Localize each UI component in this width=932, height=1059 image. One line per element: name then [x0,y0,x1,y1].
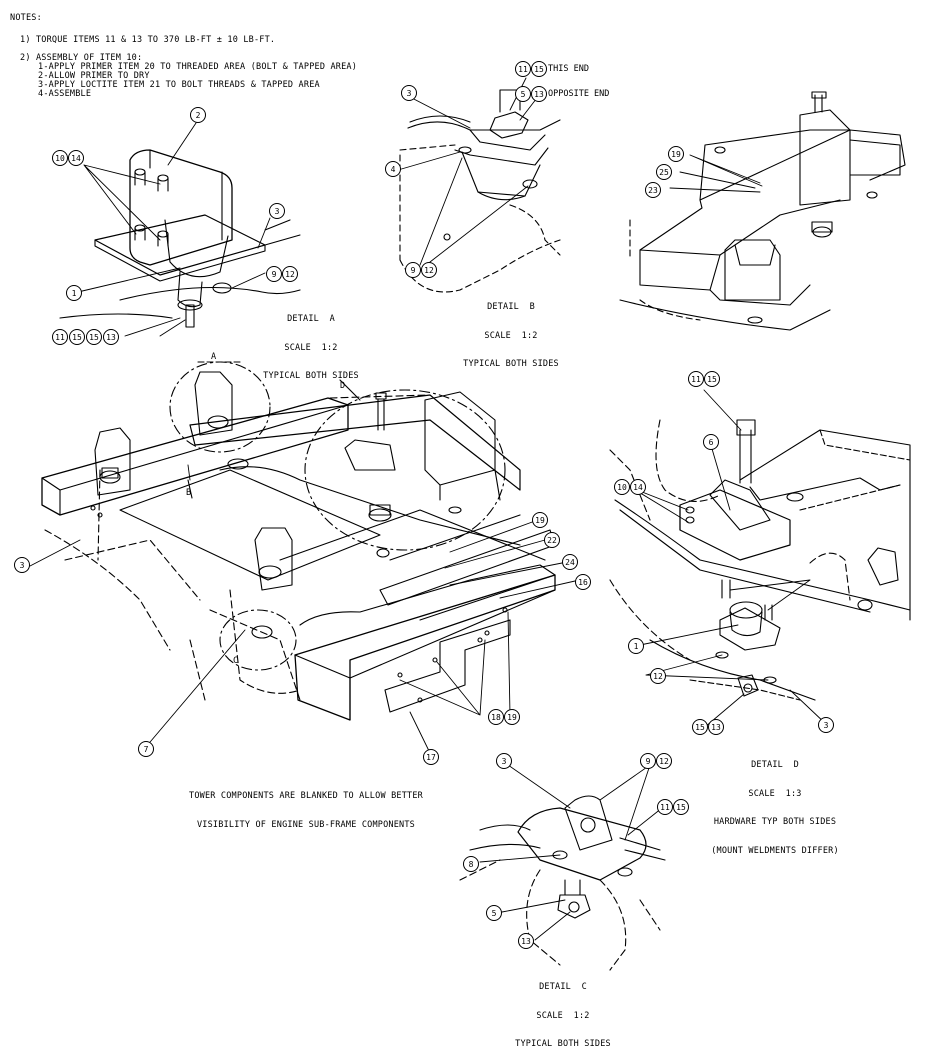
detail-b-drawing [399,89,561,293]
callout-9-c: 9 [640,753,656,769]
view-letter-a: A [211,352,217,362]
detail-b-note: TYPICAL BOTH SIDES [463,359,559,369]
callout-16: 16 [575,574,591,590]
note-2-step-1: 1-APPLY PRIMER ITEM 20 TO THREADED AREA … [38,62,358,72]
detail-b-title: DETAIL B [487,302,535,312]
callout-3-c: 3 [14,557,30,573]
callout-18: 18 [488,709,504,725]
detail-d-title: DETAIL D [751,760,799,770]
tower-note-line-2: VISIBILITY OF ENGINE SUB-FRAME COMPONENT… [196,819,415,830]
detail-d-drawing [609,419,911,701]
callout-13: 13 [103,329,119,345]
detail-c-caption: DETAIL C SCALE 1:2 TYPICAL BOTH SIDES [498,964,628,1059]
callout-11-c: 11 [688,371,704,387]
callout-19-b: 19 [532,512,548,528]
detail-d-note: HARDWARE TYP BOTH SIDES [713,817,837,827]
view-letter-b: B [186,488,192,498]
note-2-title: 2) ASSEMBLY OF ITEM 10: [20,53,143,63]
callout-22: 22 [544,532,560,548]
detail-a-caption: DETAIL A SCALE 1:2 TYPICAL BOTH SIDES [246,296,376,391]
assembly-drawing [29,77,911,971]
callout-5-b: 5 [486,905,502,921]
note-1: 1) TORQUE ITEMS 11 & 13 TO 370 LB-FT ± 1… [20,35,276,45]
callout-10-b: 10 [614,479,630,495]
view-letter-c: C [233,656,239,666]
callout-1-b: 1 [628,638,644,654]
callout-12-c: 12 [650,668,666,684]
callout-15-f: 15 [673,799,689,815]
callout-14-b: 14 [630,479,646,495]
callout-7: 7 [138,741,154,757]
tower-note: TOWER COMPONENTS ARE BLANKED TO ALLOW BE… [176,773,436,840]
note-2-step-4: 4-ASSEMBLE [38,89,92,99]
detail-b-this-end: THIS END [548,64,589,74]
callout-12: 12 [282,266,298,282]
leader-lines [29,77,828,941]
callout-10: 10 [52,150,68,166]
callout-19-c: 19 [504,709,520,725]
callout-2: 2 [190,107,206,123]
callout-15: 15 [69,329,85,345]
callout-9: 9 [266,266,282,282]
detail-a-drawing [59,149,301,328]
callout-13-d: 13 [518,933,534,949]
callout-5: 5 [515,86,531,102]
detail-a-note: TYPICAL BOTH SIDES [263,371,359,381]
callout-15-e: 15 [692,719,708,735]
callout-15-b: 15 [86,329,102,345]
callout-11: 11 [52,329,68,345]
note-2-step-2: 2-ALLOW PRIMER TO DRY [38,71,150,81]
main-frame-drawing [41,361,556,721]
detail-b-scale: SCALE 1:2 [484,330,538,341]
top-right-drawing [619,91,906,331]
detail-b-caption: DETAIL B SCALE 1:2 TYPICAL BOTH SIDES [446,284,576,379]
callout-12-d: 12 [656,753,672,769]
detail-a-title: DETAIL A [287,314,335,324]
note-2-step-3: 3-APPLY LOCTITE ITEM 21 TO BOLT THREADS … [38,80,320,90]
callout-17: 17 [423,749,439,765]
callout-3-b: 3 [401,85,417,101]
detail-c-drawing [459,795,666,971]
tower-note-line-1: TOWER COMPONENTS ARE BLANKED TO ALLOW BE… [189,791,423,801]
callout-24: 24 [562,554,578,570]
detail-c-title: DETAIL C [539,982,587,992]
callout-14: 14 [68,150,84,166]
detail-b-opposite-end: OPPOSITE END [548,89,610,99]
callout-3-e: 3 [496,753,512,769]
notes-heading: NOTES: [10,13,42,23]
detail-d-note-2: (MOUNT WELDMENTS DIFFER) [711,845,839,856]
callout-3: 3 [269,203,285,219]
callout-1: 1 [66,285,82,301]
callout-8: 8 [463,856,479,872]
callout-11-d: 11 [657,799,673,815]
callout-23: 23 [645,182,661,198]
callout-13-c: 13 [708,719,724,735]
detail-a-scale: SCALE 1:2 [284,342,338,353]
callout-12-b: 12 [421,262,437,278]
callout-15-d: 15 [704,371,720,387]
callout-13-b: 13 [531,86,547,102]
detail-d-scale: SCALE 1:3 [748,788,802,799]
detail-c-note: TYPICAL BOTH SIDES [515,1039,611,1049]
callout-15-c: 15 [531,61,547,77]
detail-c-scale: SCALE 1:2 [536,1010,590,1021]
callout-25: 25 [656,164,672,180]
callout-6: 6 [703,434,719,450]
callout-4: 4 [385,161,401,177]
callout-11-b: 11 [515,61,531,77]
callout-3-d: 3 [818,717,834,733]
callout-9-b: 9 [405,262,421,278]
detail-d-caption: DETAIL D SCALE 1:3 HARDWARE TYP BOTH SID… [700,742,850,866]
view-letter-d: D [340,381,346,391]
callout-19: 19 [668,146,684,162]
